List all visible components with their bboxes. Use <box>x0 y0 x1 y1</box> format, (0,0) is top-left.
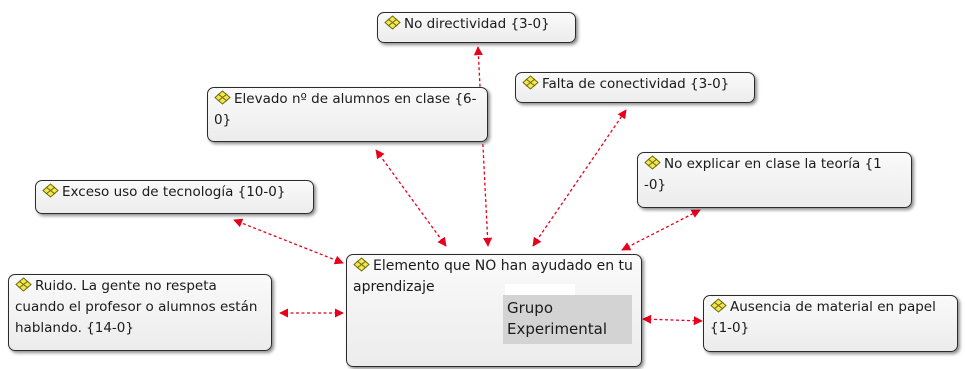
code-icon <box>15 277 32 292</box>
code-label: No explicar en clase la teoría {1 -0} <box>644 156 882 193</box>
code-icon <box>353 257 370 272</box>
code-node-no-directividad[interactable]: No directividad {3-0} <box>377 12 576 43</box>
link-elevado-alumnos[interactable] <box>375 149 447 247</box>
code-node-ausencia-material[interactable]: Ausencia de material en papel {1-0} <box>703 295 958 352</box>
central-code-label: Elemento que NO han ayudado en tu aprend… <box>353 258 633 295</box>
code-label: No directividad {3-0} <box>404 16 550 32</box>
code-node-exceso-tecnologia[interactable]: Exceso uso de tecnología {10-0} <box>35 180 314 214</box>
code-icon <box>384 15 401 30</box>
link-no-directividad[interactable] <box>473 46 493 247</box>
code-icon <box>522 75 539 90</box>
code-label: Ausencia de material en papel {1-0} <box>710 299 936 336</box>
code-label: Elevado nº de alumnos en clase {6-0} <box>214 91 477 128</box>
code-icon <box>710 298 727 313</box>
link-falta-conectividad[interactable] <box>532 109 627 247</box>
code-node-elevado-alumnos[interactable]: Elevado nº de alumnos en clase {6-0} <box>207 87 488 142</box>
code-node-ruido[interactable]: Ruido. La gente no respeta cuando el pro… <box>8 274 272 351</box>
link-ausencia-material[interactable] <box>642 314 703 326</box>
code-node-no-explicar[interactable]: No explicar en clase la teoría {1 -0} <box>637 152 912 208</box>
code-node-falta-conectividad[interactable]: Falta de conectividad {3-0} <box>515 72 755 103</box>
code-icon <box>214 90 231 105</box>
code-icon <box>42 183 59 198</box>
code-icon <box>644 155 661 170</box>
link-no-explicar[interactable] <box>621 209 701 251</box>
code-label: Falta de conectividad {3-0} <box>542 76 730 92</box>
link-exceso-tecnologia[interactable] <box>233 218 344 265</box>
label-mask <box>505 284 575 296</box>
code-label: Exceso uso de tecnología {10-0} <box>62 184 286 200</box>
group-overlay-label: Grupo Experimental <box>503 295 632 344</box>
code-label: Ruido. La gente no respeta cuando el pro… <box>15 278 258 336</box>
